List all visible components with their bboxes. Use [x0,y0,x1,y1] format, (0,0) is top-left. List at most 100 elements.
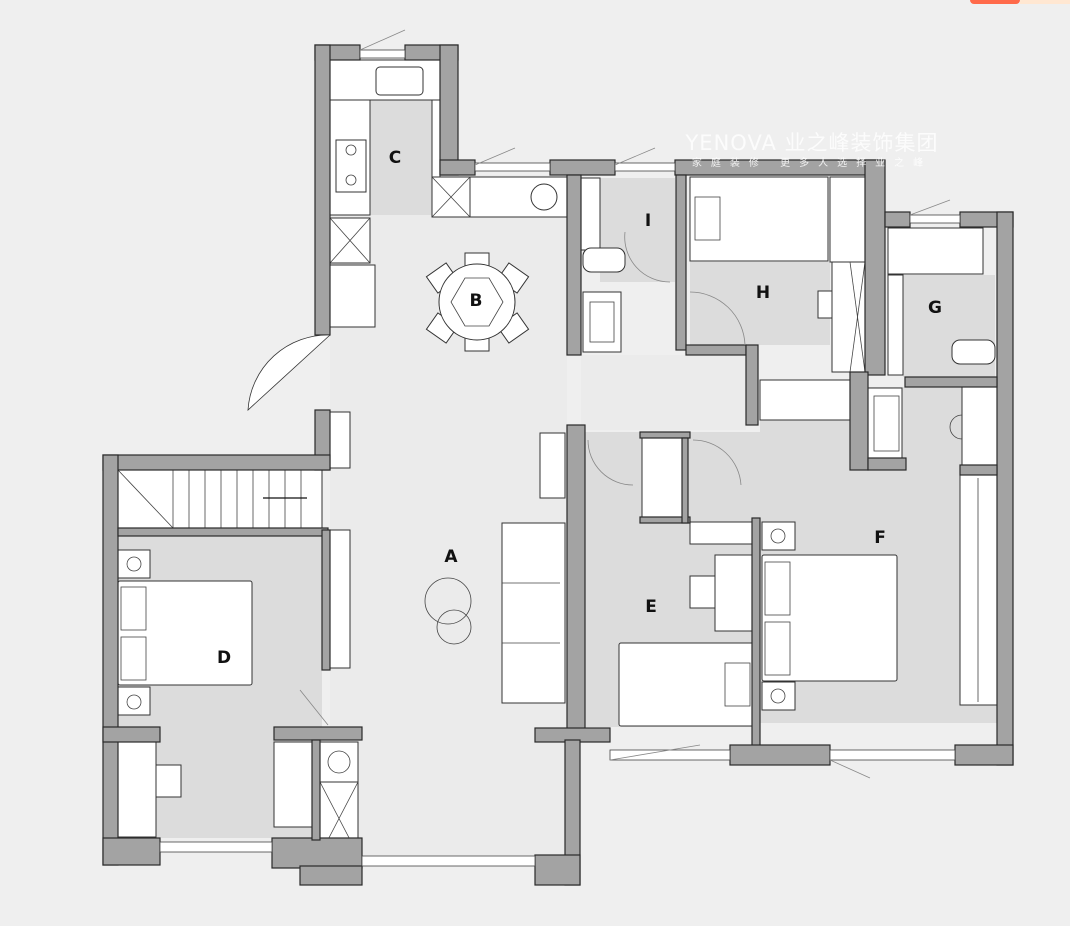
window [474,162,551,172]
chair [949,414,963,440]
nightstand [761,681,796,711]
pillow [694,196,721,241]
bed-d [117,580,253,686]
cabinet [329,264,376,328]
wall [904,376,998,388]
wall [321,529,331,671]
burner [345,174,357,186]
wall [273,726,363,741]
stove [335,139,367,193]
vanity-g [866,387,903,459]
desk [817,290,833,319]
basin [873,395,900,452]
floor-room-f-entry [690,432,760,522]
floor-kitchen [370,100,432,215]
window [609,749,731,761]
kitchen-sink [375,66,424,96]
bed-f [761,554,898,682]
toilet-g [951,339,996,365]
wall [311,739,321,841]
window-sash [909,199,951,216]
wall [954,744,1014,766]
windows [159,49,961,867]
floor-corridor [581,355,746,430]
furniture-line [117,469,174,529]
window [909,214,961,224]
top-badge [970,0,1020,4]
dining-table-top [450,277,504,327]
staircase [117,469,323,529]
wall [639,516,691,524]
room-label-c: C [389,148,401,168]
wall [102,837,161,866]
furniture-line [431,176,471,218]
vanity [582,291,622,353]
bed-h [689,176,829,262]
door-f[interactable] [692,439,742,486]
cabinet [689,521,753,545]
furniture-line [849,261,866,373]
entrance-door[interactable] [247,334,331,411]
furniture [117,59,998,856]
burner [345,144,357,156]
watermark-brand: YENOVA 业之峰装饰集团 [684,131,938,155]
wall [102,726,161,743]
floor-room-h [690,262,830,345]
tv-cabinet [329,529,351,669]
wardrobe-corridor [759,379,851,421]
window-sash [474,147,516,166]
nightstand-lamp [770,688,786,704]
bath-i-cabinet [580,177,601,251]
wall [439,44,459,176]
window-sash [829,759,871,779]
room-label-h: H [756,283,770,303]
wall [566,174,582,356]
wardrobe-h [829,176,866,263]
wall [639,431,691,439]
door-h[interactable] [689,291,746,346]
wardrobe-e [641,434,683,518]
watermark: YENOVA 业之峰装饰集团 家庭装修 更多人选择业之峰 [684,131,938,169]
nightstand-lamp [770,528,786,544]
furniture-line [329,217,371,264]
wardrobe-f [959,474,998,706]
wall [751,517,761,749]
wall [996,211,1014,766]
sofa [501,522,566,704]
coffee-table-small [436,609,472,645]
wardrobe-d [273,741,315,828]
room-label-f: F [874,528,886,548]
window-sash [359,29,406,51]
pillow [120,636,147,681]
chair [155,764,182,798]
shelf [887,274,904,376]
room-labels: A B C D E F G H I [217,148,942,668]
wall [534,854,581,886]
basin [530,183,558,211]
wall [959,464,998,476]
wall [271,837,363,869]
wall [745,344,759,426]
chair [689,575,716,609]
doors [247,29,951,779]
shoe-cabinet [329,411,351,469]
door-d[interactable] [299,689,329,726]
door-e[interactable] [587,439,634,486]
nightstand [117,686,151,716]
nightstand-lamp [126,556,142,572]
wall [439,159,476,176]
wall [566,424,586,741]
pillow [764,561,791,616]
desk-d [117,741,157,838]
window-sash [609,744,701,761]
door-i[interactable] [624,231,671,283]
dining-table [438,263,516,341]
wall [884,211,911,228]
room-label-d: D [217,648,231,668]
washer-drum [327,750,351,774]
wall [849,371,869,471]
nightstand [117,549,151,579]
basin [589,301,615,343]
bed-e [618,642,756,727]
